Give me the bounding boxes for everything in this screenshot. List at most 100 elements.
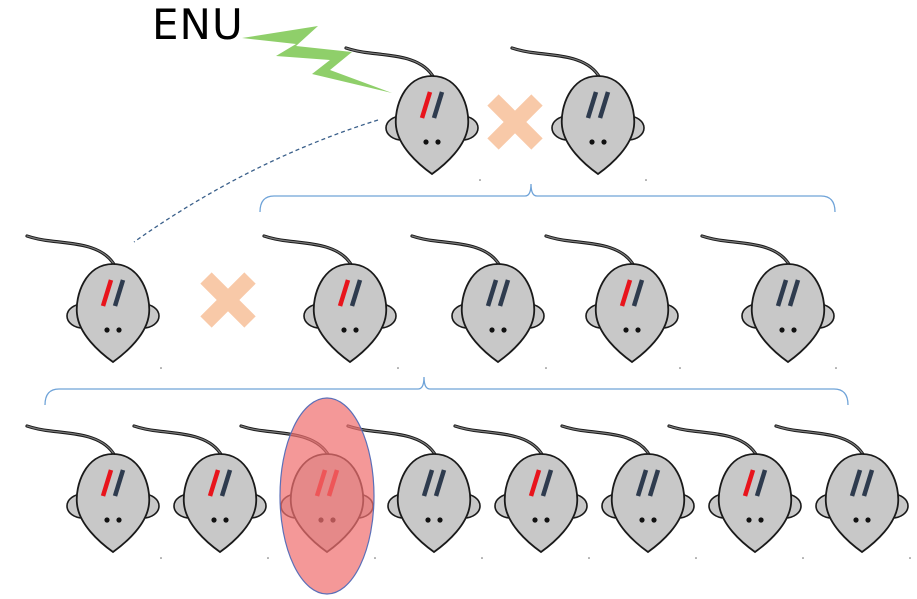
mouse-tail <box>667 424 759 458</box>
mouse-body <box>560 75 636 176</box>
mouse-body <box>750 263 826 364</box>
mutant-allele-mark <box>207 469 221 497</box>
mouse-body <box>610 453 686 554</box>
wildtype-allele-mark <box>421 469 435 497</box>
mouse-tail <box>344 46 436 80</box>
lightning-bolt-icon <box>242 26 392 93</box>
mouse-eye-right <box>437 517 443 523</box>
mouse-g2-7 <box>667 424 804 559</box>
wildtype-allele-mark <box>775 279 789 307</box>
mouse-g1-2 <box>262 234 399 369</box>
mouse-tail <box>410 234 502 268</box>
mouse-eye-left <box>423 139 429 145</box>
mouse-tail-shade <box>668 425 758 457</box>
mouse-speck <box>479 179 481 181</box>
cross-icon-g0 <box>487 94 543 150</box>
mouse-g2-2 <box>132 424 269 559</box>
cross-icon-g1 <box>200 272 256 328</box>
wildtype-allele-mark <box>861 469 875 497</box>
mouse-eye-right <box>758 517 764 523</box>
mouse-eye-left <box>623 327 629 333</box>
mouse-eye-right <box>435 139 441 145</box>
mouse-eye-left <box>853 517 859 523</box>
mutant-allele-mark <box>337 279 351 307</box>
wildtype-allele-mark <box>431 91 445 119</box>
wildtype-allele-mark <box>754 469 768 497</box>
wildtype-allele-mark <box>635 469 649 497</box>
homozygote-highlight <box>279 397 375 595</box>
mouse-speck <box>397 367 399 369</box>
mouse-tail <box>774 424 866 458</box>
mouse-body <box>503 453 579 554</box>
mouse-eye-left <box>532 517 538 523</box>
wildtype-allele-mark <box>112 279 126 307</box>
mouse-tail <box>453 424 545 458</box>
wildtype-allele-mark <box>497 279 511 307</box>
wildtype-allele-mark <box>849 469 863 497</box>
mouse-body <box>182 453 258 554</box>
mouse-eye-left <box>425 517 431 523</box>
mouse-eye-left <box>104 517 110 523</box>
mouse-body <box>75 263 151 364</box>
mouse-eye-right <box>116 517 122 523</box>
mouse-tail <box>560 424 652 458</box>
offspring-bracket-g1 <box>259 183 836 213</box>
mouse-eye-right <box>865 517 871 523</box>
mouse-tail-shade <box>775 425 865 457</box>
mouse-body <box>460 263 536 364</box>
mouse-eye-right <box>544 517 550 523</box>
mouse-tail <box>700 234 792 268</box>
mutant-allele-mark <box>100 469 114 497</box>
wildtype-allele-mark <box>787 279 801 307</box>
mouse-eye-right <box>353 327 359 333</box>
wildtype-allele-mark <box>112 469 126 497</box>
mutant-allele-mark <box>742 469 756 497</box>
mouse-g0-1 <box>344 46 481 181</box>
mouse-eye-right <box>651 517 657 523</box>
mouse-tail-shade <box>345 47 435 79</box>
mouse-eye-right <box>501 327 507 333</box>
mouse-g1-4 <box>544 234 681 369</box>
mouse-eye-right <box>635 327 641 333</box>
mutant-allele-mark <box>528 469 542 497</box>
pedigree-link-line <box>133 119 379 243</box>
mutagen-label: ENU <box>152 0 244 49</box>
mouse-tail-shade <box>454 425 544 457</box>
mouse-tail-shade <box>26 235 116 267</box>
wildtype-allele-mark <box>585 91 599 119</box>
mouse-g1-3 <box>410 234 547 369</box>
mouse-speck <box>545 367 547 369</box>
mouse-g1-5 <box>700 234 837 369</box>
mouse-eye-right <box>601 139 607 145</box>
mouse-speck <box>835 367 837 369</box>
mouse-eye-left <box>211 517 217 523</box>
mouse-g1-1 <box>25 234 162 369</box>
mouse-speck <box>695 557 697 559</box>
wildtype-allele-mark <box>540 469 554 497</box>
mouse-g2-5 <box>453 424 590 559</box>
mouse-speck <box>481 557 483 559</box>
mouse-tail <box>25 234 117 268</box>
mouse-tail-shade <box>26 425 116 457</box>
wildtype-allele-mark <box>433 469 447 497</box>
mouse-body <box>396 453 472 554</box>
mouse-speck <box>160 557 162 559</box>
mouse-tail-shade <box>511 47 601 79</box>
mouse-speck <box>802 557 804 559</box>
mouse-tail-shade <box>263 235 353 267</box>
mouse-tail <box>132 424 224 458</box>
mouse-body <box>824 453 900 554</box>
mouse-speck <box>679 367 681 369</box>
mouse-tail <box>544 234 636 268</box>
mouse-speck <box>909 557 911 559</box>
mouse-eye-left <box>489 327 495 333</box>
mouse-g2-8 <box>774 424 911 559</box>
mouse-eye-right <box>223 517 229 523</box>
mouse-speck <box>645 179 647 181</box>
mouse-tail-shade <box>545 235 635 267</box>
mouse-tail <box>510 46 602 80</box>
mouse-eye-left <box>341 327 347 333</box>
mouse-speck <box>588 557 590 559</box>
mouse-eye-right <box>791 327 797 333</box>
